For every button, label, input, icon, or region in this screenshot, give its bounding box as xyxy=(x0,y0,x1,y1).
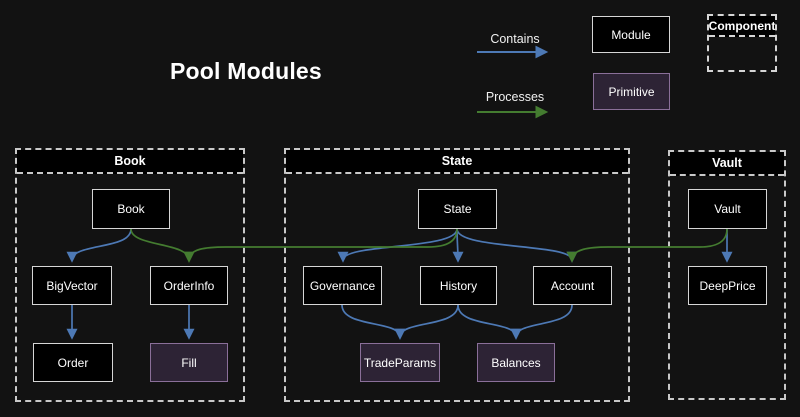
node-fill-label: Fill xyxy=(181,355,197,370)
node-balances: Balances xyxy=(477,343,555,382)
container-book-header: Book xyxy=(17,150,243,174)
legend-component-header: Component xyxy=(709,16,775,37)
container-vault: Vault xyxy=(668,150,786,400)
node-deepprice: DeepPrice xyxy=(688,266,767,305)
edge-state-account xyxy=(456,228,578,263)
node-tradeparams-label: TradeParams xyxy=(363,355,437,370)
node-account-label: Account xyxy=(550,278,595,293)
node-orderinfo-label: OrderInfo xyxy=(163,278,215,293)
edge-vault-account xyxy=(566,228,728,263)
node-state-label: State xyxy=(443,202,472,216)
edge-account-balances xyxy=(510,304,573,340)
node-account: Account xyxy=(533,266,612,305)
legend-contains-label: Contains xyxy=(490,32,540,46)
edge-history-balances xyxy=(457,304,522,340)
edge-book-bigvector xyxy=(66,228,132,263)
node-order-label: Order xyxy=(57,355,89,370)
legend-component-label: Component xyxy=(708,18,776,33)
legend-primitive-box: Primitive xyxy=(593,73,670,110)
container-state-header: State xyxy=(286,150,628,174)
container-state-label: State xyxy=(441,154,473,168)
node-state: State xyxy=(418,189,497,229)
node-bigvector-label: BigVector xyxy=(46,278,98,293)
edge-history-tradeparams xyxy=(394,304,459,340)
node-history-label: History xyxy=(439,278,478,293)
node-book-label: Book xyxy=(117,202,145,216)
edge-state-orderinfo xyxy=(183,228,458,263)
node-order: Order xyxy=(33,343,113,382)
node-governance: Governance xyxy=(303,266,382,305)
node-history: History xyxy=(420,266,497,305)
legend-module-label: Module xyxy=(611,27,651,42)
legend-processes-label: Processes xyxy=(485,90,545,104)
container-vault-header: Vault xyxy=(670,152,784,176)
node-vault-label: Vault xyxy=(714,202,741,216)
edge-state-governance xyxy=(337,228,458,263)
node-bigvector: BigVector xyxy=(32,266,112,305)
node-vault: Vault xyxy=(688,189,767,229)
node-tradeparams: TradeParams xyxy=(360,343,440,382)
container-state: State xyxy=(284,148,630,402)
edge-governance-tradeparams xyxy=(341,304,406,340)
container-book: Book xyxy=(15,148,245,402)
node-orderinfo: OrderInfo xyxy=(150,266,228,305)
node-balances-label: Balances xyxy=(491,355,541,370)
node-fill: Fill xyxy=(150,343,228,382)
diagram-title: Pool Modules xyxy=(170,58,322,84)
node-governance-label: Governance xyxy=(309,278,376,293)
container-vault-label: Vault xyxy=(712,156,742,170)
node-book: Book xyxy=(92,189,170,229)
legend-primitive-label: Primitive xyxy=(608,84,655,99)
legend-component-box: Component xyxy=(707,14,777,72)
node-deepprice-label: DeepPrice xyxy=(699,278,756,293)
container-book-label: Book xyxy=(114,154,146,168)
edge-book-orderinfo xyxy=(130,228,195,263)
legend-module-box: Module xyxy=(592,16,670,53)
